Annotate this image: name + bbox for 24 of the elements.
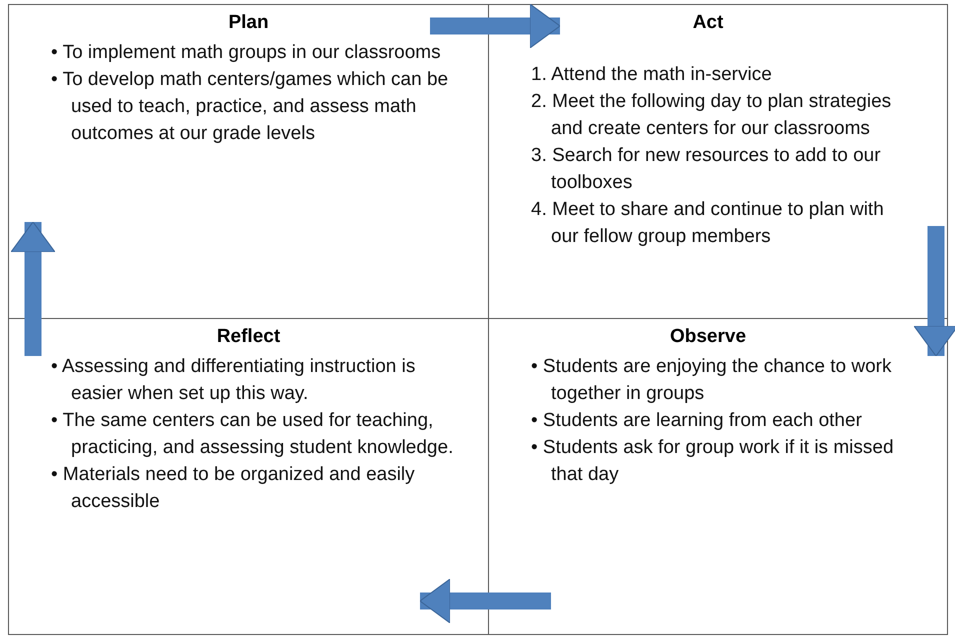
quadrant-cell	[488, 318, 948, 635]
list-item: • To develop math centers/games which can be used to teach, practice, and assess math outcomes at our grade levels	[51, 68, 450, 146]
cell-heading: Plan	[228, 11, 269, 35]
list-item: 4. Meet to share and continue to plan with our fellow group members	[531, 198, 885, 248]
list-item: • The same centers can be used for teaching, practicing, and assessing student knowledge.	[51, 408, 454, 460]
block-arrow	[914, 226, 955, 356]
block-arrow	[10, 222, 56, 356]
list-item: • Students are enjoying the chance to work together in groups	[531, 354, 892, 406]
quadrant-cell	[8, 4, 489, 319]
list-item: • Materials need to be organized and easily accessible	[51, 462, 416, 514]
block-arrow	[430, 4, 560, 48]
list-item: 3. Search for new resources to add to our toolboxes	[531, 144, 882, 195]
list-item: 1. Attend the math in-service	[531, 62, 773, 87]
list-item: • To implement math groups in our classrooms	[51, 40, 442, 65]
cell-heading: Observe	[670, 325, 746, 349]
list-item: 2. Meet the following day to plan strategies and create centers for our classrooms	[531, 90, 892, 141]
block-arrow	[420, 578, 551, 624]
quadrant-cell	[8, 318, 489, 635]
list-item: • Students ask for group work if it is missed that day	[531, 436, 895, 487]
cell-heading: Act	[692, 11, 724, 35]
cell-heading: Reflect	[216, 325, 280, 349]
quadrant-cell	[488, 4, 948, 319]
list-item: • Students are learning from each other	[531, 408, 863, 433]
list-item: • Assessing and differentiating instruction is easier when set up this way.	[51, 354, 416, 406]
